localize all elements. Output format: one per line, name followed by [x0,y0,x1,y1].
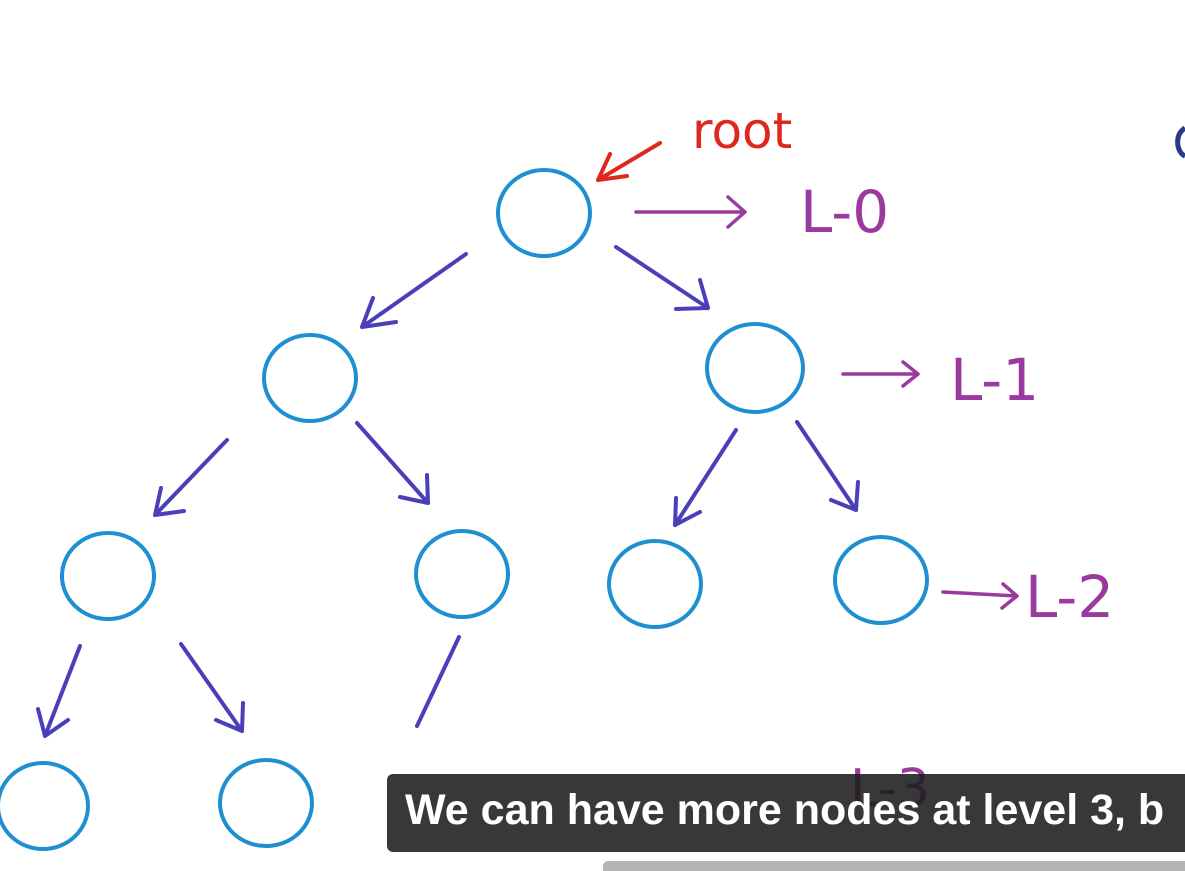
edge-l1right-l2-4 [795,420,860,512]
edge-l2-2-partial [415,635,461,728]
level-0-label: L-0 [800,178,889,246]
level-0-arrow [634,195,747,229]
edge-l1right-l2-3 [673,428,738,527]
tree-node-root [496,168,592,258]
edge-l1left-l2-1 [153,438,229,517]
level-1-label: L-1 [950,346,1039,414]
subtitle-text: We can have more nodes at level 3, b [405,786,1165,834]
tree-node-l1-right [705,322,805,414]
offscreen-mark [1175,125,1185,159]
tree-node-l3-1 [0,761,90,851]
edge-l2-1-l3-1 [36,644,82,738]
tree-node-l2-2 [414,529,510,619]
tree-node-l3-2 [218,758,314,848]
edge-l1left-l2-2 [355,421,430,505]
level-1-arrow [841,360,920,388]
edge-l2-1-l3-2 [179,642,245,733]
level-2-label: L-2 [1025,563,1114,631]
edge-root-right [614,245,710,311]
tree-node-l1-left [262,333,358,423]
subtitle-caption: We can have more nodes at level 3, b [387,774,1185,852]
root-label: root [692,102,792,160]
level-2-arrow [941,582,1019,610]
tree-node-l2-3 [607,539,703,629]
root-pointer-arrow [596,141,662,182]
video-progress-bar[interactable] [603,861,1185,871]
tree-node-l2-1 [60,531,156,621]
edge-root-left [360,252,468,329]
tree-node-l2-4 [833,535,929,625]
